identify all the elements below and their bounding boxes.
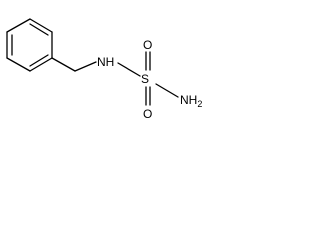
bond-ring-ch2 [51,57,76,72]
ring-bond [29,18,53,33]
ring-bond [29,57,53,72]
benzene-ring [6,18,53,72]
nh2-subscript: 2 [197,99,202,109]
oxygen-top-label: O [143,38,152,52]
bond-ch2-nh [74,61,97,72]
bond-s-nh2 [155,83,179,98]
nh2-label: NH2 [180,93,202,109]
ring-double-bond [29,54,49,67]
structure-diagram: NH S O O NH2 [6,18,202,121]
nh2-main: NH [180,93,197,107]
ring-bond [6,18,31,33]
nh-label: NH [97,55,114,69]
sulfur-label: S [141,72,149,86]
bond-nh-s [117,62,141,77]
ring-double-bond [29,23,49,36]
ring-bond [6,57,31,72]
oxygen-bottom-label: O [143,107,152,121]
